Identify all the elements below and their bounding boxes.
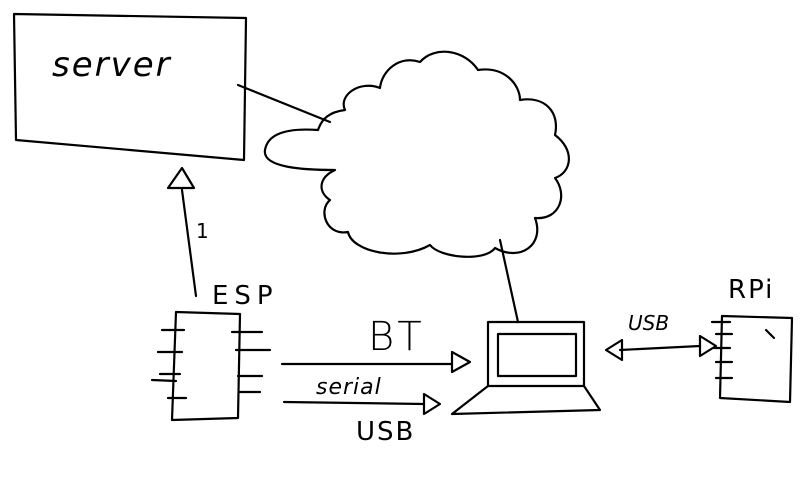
rpi-node: RPi (710, 275, 794, 404)
server-cloud-link (236, 83, 332, 124)
server-node: server (12, 12, 248, 162)
server-label: server (52, 45, 172, 85)
serial-label: serial (316, 375, 382, 400)
computer-node (450, 320, 602, 416)
serial-usb-label: USB (356, 417, 415, 447)
bluetooth-label: BT (368, 314, 425, 360)
bluetooth-arrow: BT (280, 314, 472, 374)
esp-to-server-label: 1 (196, 219, 209, 243)
usb-rpi-label: USB (628, 311, 669, 335)
cloud-computer-link (498, 238, 520, 324)
serial-usb-arrow: serial USB (282, 375, 442, 447)
usb-rpi-arrow: USB (604, 311, 718, 362)
esp-to-server-arrow: 1 (166, 166, 209, 298)
esp-label: ESP (212, 281, 279, 311)
cloud-node (263, 50, 570, 258)
esp-node: ESP (150, 281, 279, 422)
rpi-label: RPi (728, 275, 774, 305)
